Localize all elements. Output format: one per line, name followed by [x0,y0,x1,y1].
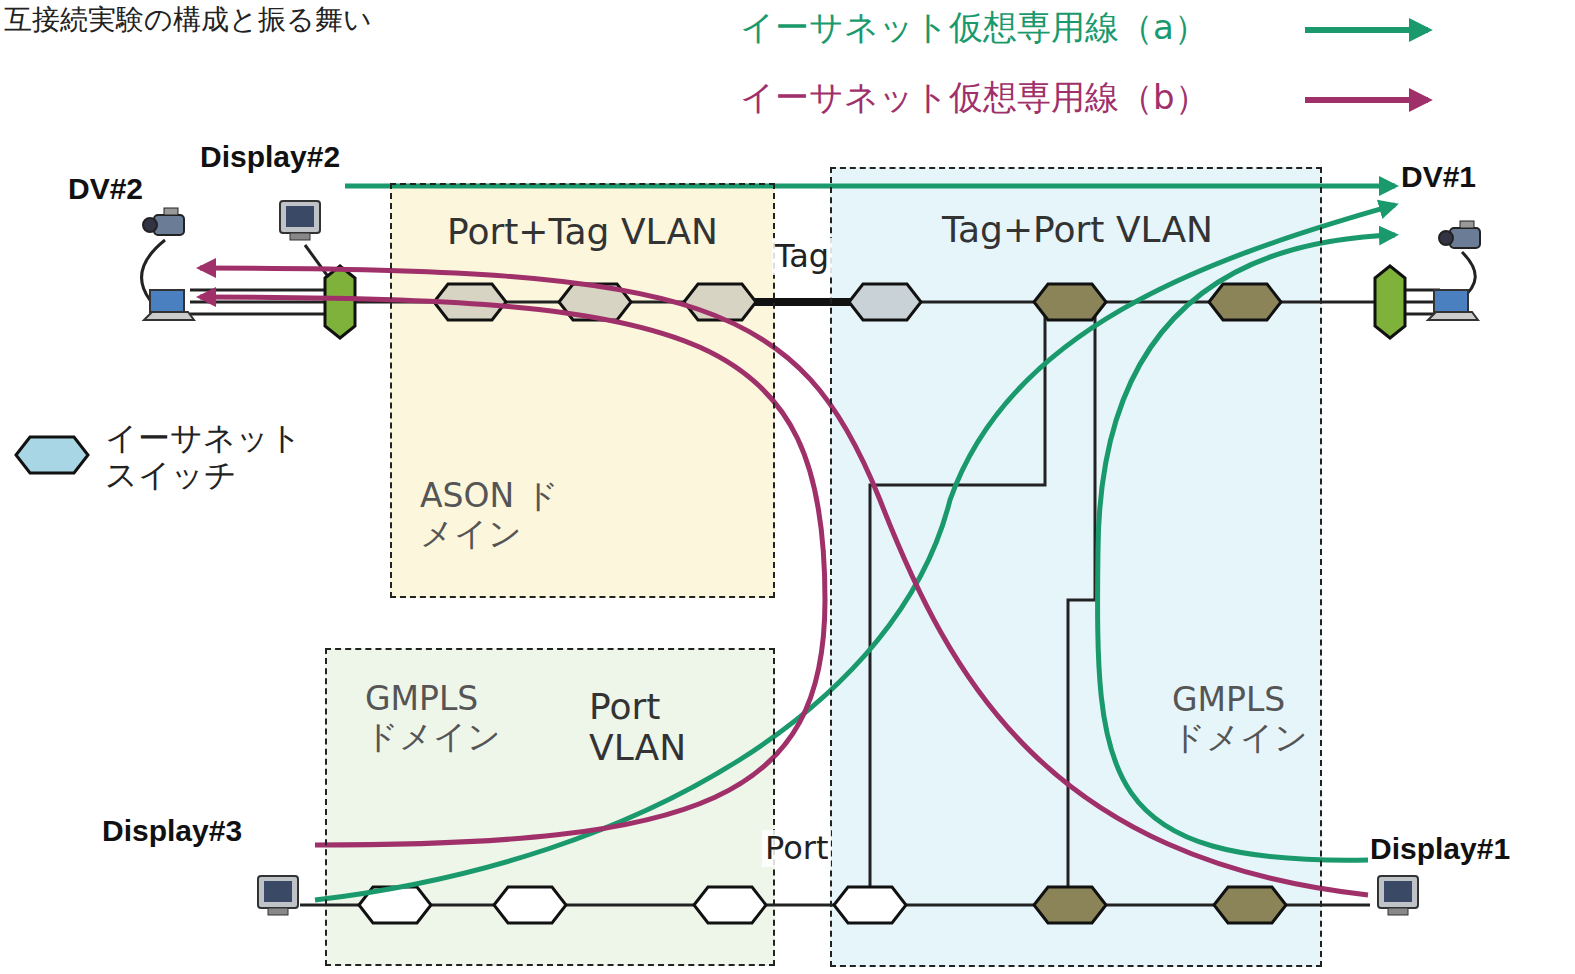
legend-text: イーサネット仮想専用線（b） [740,78,1209,117]
diagram-title: 互接続実験の構成と振る舞い [4,4,372,36]
laptop-base [1428,312,1478,320]
endpoint-node: Display#3 [100,812,315,922]
camera-body [154,215,184,235]
monitor-screen [1384,881,1412,902]
legend-line-sample [1305,27,1428,33]
ethernet-switch [1375,266,1405,338]
domain-label: Port VLAN [589,686,719,769]
monitor-stand [268,908,288,915]
legend-line-sample [1305,97,1428,103]
endpoint-label: DV#1 [1401,160,1476,195]
monitor-screen [264,881,292,902]
ethernet-switch [1214,887,1286,923]
domain-region: Port+Tag VLAN ASON ドメイン [390,183,775,598]
camera-lens [143,218,157,232]
laptop-screen [150,290,184,312]
domain-label: GMPLS ドメイン [1172,681,1322,757]
monitor-stand [290,233,310,240]
camera-body [1450,228,1480,248]
domain-label: Tag+Port VLAN [942,209,1213,250]
endpoint-node: Display#2 [198,138,398,186]
endpoint-node: Display#1 [1368,830,1568,930]
camera-top [1460,221,1474,228]
domain-label: Port+Tag VLAN [447,211,718,252]
monitor-body [258,876,298,908]
ethernet-switch [325,266,355,338]
monitor-screen [286,206,314,227]
domain-region: Tag+Port VLAN GMPLS ドメイン [830,167,1322,967]
network-link [190,289,340,292]
camera-top [164,208,178,215]
legend-text: イーサネット スイッチ [105,420,305,494]
domain-label: ASON ドメイン [420,477,570,553]
monitor-body [280,201,320,233]
virtual-line-connector [200,268,1368,895]
tag-trunk-link [755,298,850,306]
ethernet-switch [16,437,88,473]
laptop-screen [1434,290,1468,312]
domain-ground [830,167,1322,967]
ethernet-switch [1034,284,1106,320]
link-type-label: Tag [772,238,832,275]
network-link [190,313,340,316]
endpoint-node: DV#2 [60,170,200,330]
camera-lens [1439,231,1453,245]
endpoint-label: Display#3 [102,814,242,849]
domain-ground [325,648,775,966]
ethernet-switch [1034,887,1106,923]
endpoint-label: DV#2 [68,172,143,207]
ethernet-switch [684,284,756,320]
ethernet-switch [494,887,566,923]
domain-region: GMPLS ドメイン Port VLAN [325,648,775,966]
network-link [1068,302,1095,905]
monitor-stand [1388,908,1408,915]
endpoint-node: DV#1 [1395,158,1495,328]
link-type-label: Port [762,830,831,867]
monitor-body [1378,876,1418,908]
ethernet-switch [1209,284,1281,320]
endpoint-label: Display#2 [200,140,340,175]
ethernet-switch [694,887,766,923]
laptop-base [144,312,194,320]
virtual-line-connector [1098,235,1395,860]
endpoint-label: Display#1 [1370,832,1510,867]
network-link [190,301,340,304]
legend-text: イーサネット仮想専用線（a） [740,8,1208,47]
virtual-line-connector [200,297,825,845]
domain-ground [390,183,775,598]
ethernet-switch [834,887,906,923]
virtual-line-connector [315,205,1395,900]
domain-label: GMPLS ドメイン [365,680,515,756]
ethernet-switch [849,284,921,320]
